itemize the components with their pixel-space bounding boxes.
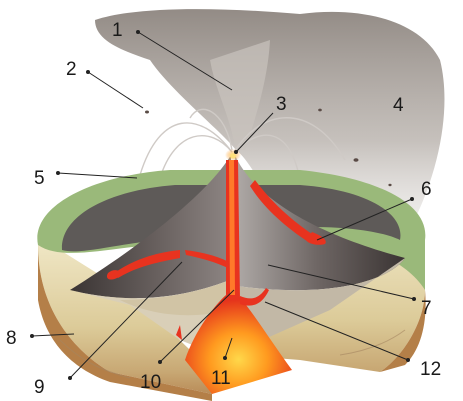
label-11: 11 xyxy=(211,368,231,389)
label-2: 2 xyxy=(66,59,77,80)
label-6: 6 xyxy=(421,179,432,200)
label-5: 5 xyxy=(34,168,45,189)
label-10: 10 xyxy=(140,372,161,393)
label-4: 4 xyxy=(393,95,404,116)
label-8: 8 xyxy=(6,328,17,349)
label-1: 1 xyxy=(112,20,123,41)
label-7: 7 xyxy=(421,298,432,319)
label-12: 12 xyxy=(420,359,441,380)
label-9: 9 xyxy=(34,377,45,398)
label-3: 3 xyxy=(276,94,287,115)
